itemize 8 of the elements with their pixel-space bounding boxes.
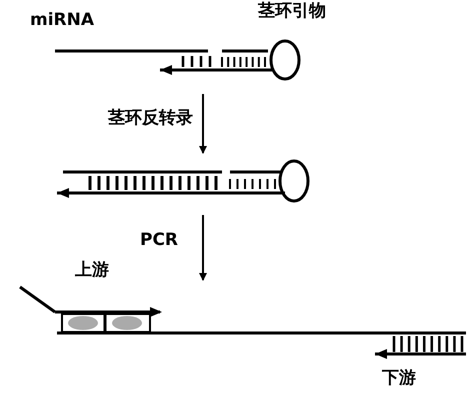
part-label: miRNA	[30, 12, 94, 29]
part-label: 茎环引物	[258, 3, 326, 20]
edge-label: 茎环反转录	[108, 110, 193, 127]
arrow	[199, 94, 207, 154]
edge-label: PCR	[140, 232, 178, 249]
primer-label: 上游	[75, 262, 109, 279]
arrow	[199, 215, 207, 281]
primer-label: 下游	[382, 370, 416, 387]
